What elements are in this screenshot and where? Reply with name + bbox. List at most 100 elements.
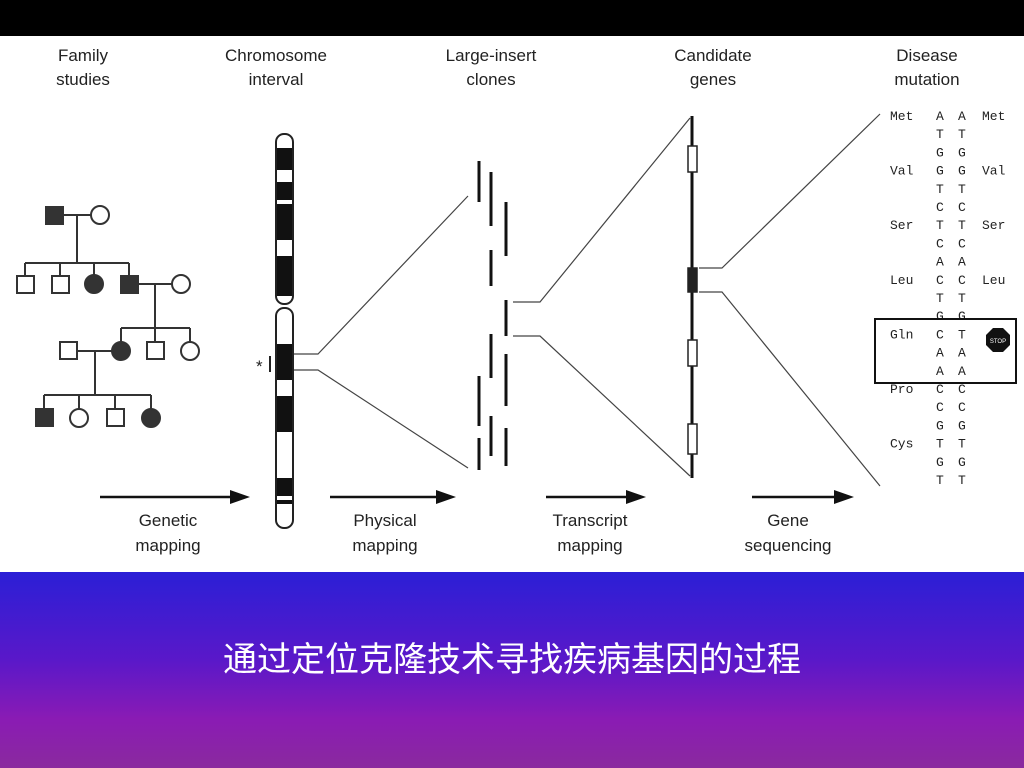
sequence-text: G	[936, 164, 944, 179]
unaffected-male	[16, 275, 35, 294]
sequence-text: A	[936, 346, 944, 361]
interval-marker: *	[256, 357, 263, 376]
stage-heading-mutation: Disease mutation	[894, 46, 959, 89]
sequence-text: Pro	[890, 382, 913, 397]
svg-text:interval: interval	[249, 70, 304, 89]
svg-text:Genetic: Genetic	[139, 511, 198, 530]
sequence-text: T	[958, 127, 966, 142]
stage-heading-chromosome: Chromosome interval	[225, 46, 327, 89]
svg-text:genes: genes	[690, 70, 736, 89]
sequence-text: A	[958, 346, 966, 361]
svg-text:Transcript: Transcript	[553, 511, 628, 530]
sequence-text: Gln	[890, 327, 913, 342]
sequence-text: A	[936, 364, 944, 379]
sequence-text: T	[936, 182, 944, 197]
sequence-text: T	[958, 473, 966, 488]
sequence-text: Met	[982, 109, 1005, 124]
pedigree-individuals	[16, 205, 200, 428]
large-insert-clones	[477, 161, 508, 470]
sequence-text: G	[958, 164, 966, 179]
affected-female	[84, 274, 104, 294]
sequence-text: T	[958, 182, 966, 197]
candidate-gene	[687, 145, 698, 173]
chromosome	[275, 133, 294, 529]
affected-female	[111, 341, 131, 361]
sequence-text: Ser	[982, 218, 1005, 233]
caption-band	[0, 572, 1024, 768]
sequence-text: Val	[982, 164, 1006, 179]
unaffected-male	[59, 341, 78, 360]
stop-sign-icon: STOP	[986, 328, 1010, 352]
stage-heading-candidate: Candidate genes	[674, 46, 752, 89]
sequence-text: A	[936, 255, 944, 270]
positional-cloning-figure: Family studies Chromosome interval Large…	[0, 36, 1024, 572]
method-label-gene-sequencing: Gene sequencing	[745, 511, 832, 555]
sequence-text: Met	[890, 109, 913, 124]
affected-male	[45, 206, 64, 225]
sequence-text: T	[936, 473, 944, 488]
sequence-text: C	[958, 273, 966, 288]
svg-text:Family: Family	[58, 46, 109, 65]
unaffected-female	[171, 274, 191, 294]
svg-text:Chromosome: Chromosome	[225, 46, 327, 65]
sequence-text: C	[958, 382, 966, 397]
affected-male	[120, 275, 139, 294]
sequence-text: C	[936, 382, 944, 397]
sequence-text: A	[958, 255, 966, 270]
svg-text:Large-insert: Large-insert	[446, 46, 537, 65]
sequence-text: G	[958, 455, 966, 470]
sequence-text: C	[958, 200, 966, 215]
sequence-text: A	[936, 109, 944, 124]
method-label-genetic: Genetic mapping	[135, 511, 200, 555]
svg-text:mutation: mutation	[894, 70, 959, 89]
unaffected-female	[180, 341, 200, 361]
method-label-physical: Physical mapping	[352, 511, 417, 555]
sequence-text: T	[936, 291, 944, 306]
candidate-gene	[687, 423, 698, 455]
method-arrows	[100, 490, 854, 504]
unaffected-female	[90, 205, 110, 225]
sequence-text: G	[936, 145, 944, 160]
svg-text:mapping: mapping	[352, 536, 417, 555]
sequence-text: C	[936, 200, 944, 215]
unaffected-female	[69, 408, 89, 428]
svg-text:Candidate: Candidate	[674, 46, 752, 65]
sequence-text: C	[936, 236, 944, 251]
mutation-highlight-box	[874, 318, 1017, 384]
sequence-text: Leu	[982, 273, 1005, 288]
zoom-lines-gene	[699, 113, 881, 487]
svg-text:clones: clones	[466, 70, 515, 89]
sequence-text: G	[958, 145, 966, 160]
svg-text:Disease: Disease	[896, 46, 957, 65]
candidate-gene	[687, 339, 698, 367]
svg-text:Gene: Gene	[767, 511, 809, 530]
stage-heading-family: Family studies	[56, 46, 110, 89]
sequence-text: C	[936, 273, 944, 288]
zoom-lines-interval	[294, 195, 469, 469]
svg-text:studies: studies	[56, 70, 110, 89]
sequence-text: T	[958, 327, 966, 342]
svg-text:STOP: STOP	[990, 339, 1006, 345]
sequence-text: G	[936, 309, 944, 324]
svg-text:mapping: mapping	[135, 536, 200, 555]
affected-male	[35, 408, 54, 427]
affected-female	[141, 408, 161, 428]
sequence-text: C	[936, 400, 944, 415]
svg-text:sequencing: sequencing	[745, 536, 832, 555]
candidate-genes-contig	[687, 116, 698, 478]
sequence-text: C	[958, 236, 966, 251]
svg-text:mapping: mapping	[557, 536, 622, 555]
sequence-text: T	[936, 127, 944, 142]
sequence-text: C	[958, 400, 966, 415]
pedigree-chart	[24, 214, 191, 409]
svg-text:Physical: Physical	[353, 511, 416, 530]
method-label-transcript: Transcript mapping	[553, 511, 628, 555]
